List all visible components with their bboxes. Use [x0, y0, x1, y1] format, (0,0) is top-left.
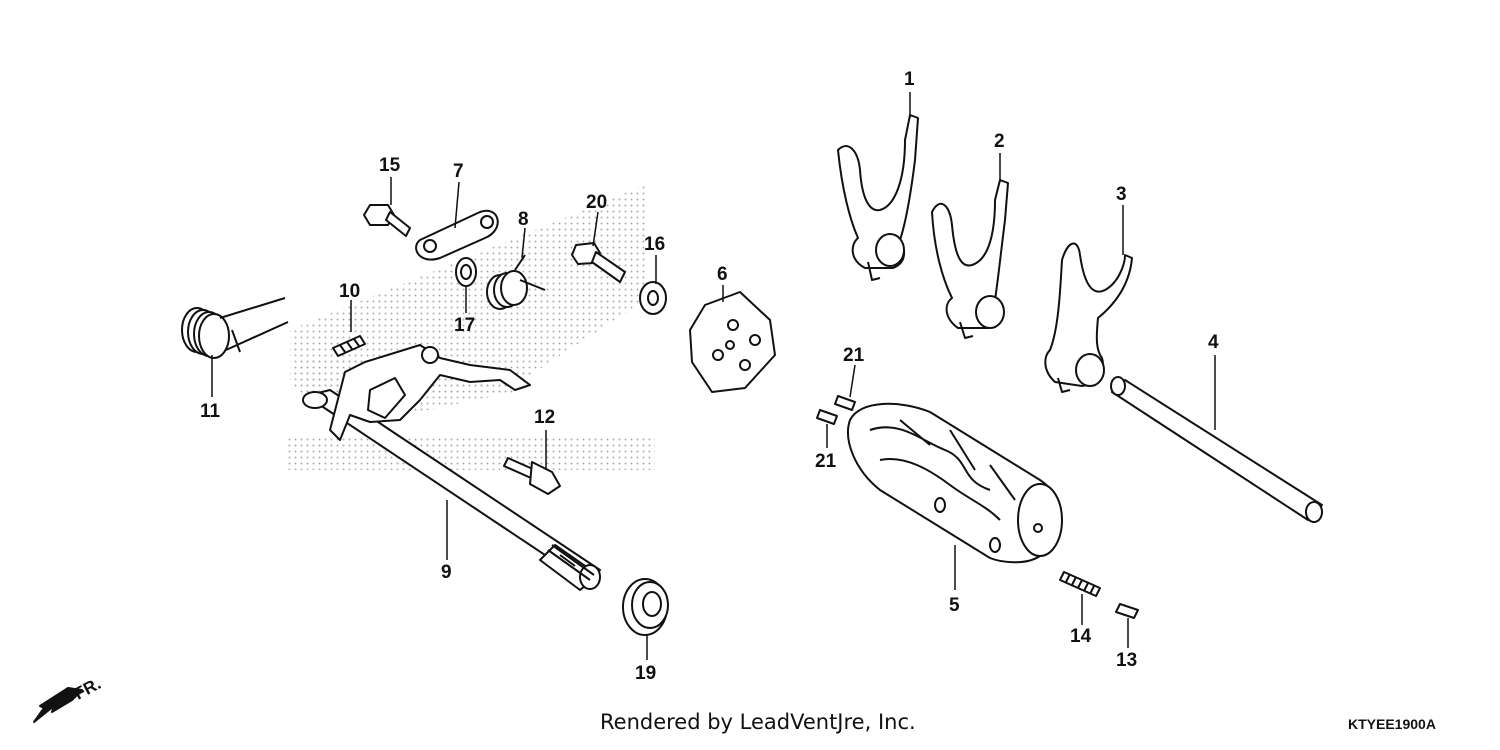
part-4-fork-shaft[interactable] [1111, 377, 1322, 522]
part-2-shift-fork[interactable] [932, 180, 1008, 338]
callout-1[interactable]: 1 [904, 69, 915, 90]
part-14-spring[interactable] [1060, 572, 1100, 596]
callout-15[interactable]: 15 [379, 155, 401, 176]
part-17-collar[interactable] [456, 258, 476, 286]
part-9-gearshift-spindle[interactable] [303, 390, 600, 590]
part-10-spring[interactable] [333, 336, 365, 356]
callout-11[interactable]: 11 [200, 401, 221, 422]
callout-20[interactable]: 20 [586, 192, 607, 213]
callout-13[interactable]: 13 [1116, 650, 1137, 671]
callout-7[interactable]: 7 [453, 161, 464, 182]
part-11-spring[interactable] [182, 298, 288, 358]
part-1-shift-fork[interactable] [838, 115, 918, 280]
part-21-pin-lower[interactable] [817, 410, 837, 424]
callout-5[interactable]: 5 [949, 595, 960, 616]
part-3-shift-fork[interactable] [1045, 244, 1132, 392]
callout-4[interactable]: 4 [1208, 332, 1219, 353]
callout-6[interactable]: 6 [717, 264, 728, 285]
part-16-washer[interactable] [640, 282, 666, 314]
callout-17[interactable]: 17 [454, 315, 475, 336]
callout-8[interactable]: 8 [518, 209, 529, 230]
part-6-shift-drum-center[interactable] [690, 292, 775, 392]
leader-lines [211, 92, 1216, 660]
callout-21-upper[interactable]: 21 [843, 345, 865, 366]
part-9-shift-arm[interactable] [330, 345, 530, 440]
callout-21-lower[interactable]: 21 [815, 451, 837, 472]
callout-16[interactable]: 16 [644, 234, 665, 255]
arrow-left-down-icon [33, 687, 83, 723]
part-21-pin-upper[interactable] [835, 396, 855, 410]
callout-3[interactable]: 3 [1116, 184, 1127, 205]
callout-19[interactable]: 19 [635, 663, 656, 684]
part-12-pin[interactable] [504, 458, 560, 494]
callout-10[interactable]: 10 [339, 281, 360, 302]
direction-marker-text: FR. [71, 674, 104, 704]
part-13-pin[interactable] [1116, 604, 1138, 618]
callout-2[interactable]: 2 [994, 131, 1005, 152]
callout-12[interactable]: 12 [534, 407, 555, 428]
callout-14[interactable]: 14 [1070, 626, 1092, 647]
part-19-oil-seal[interactable] [623, 579, 668, 635]
callout-9[interactable]: 9 [441, 562, 452, 583]
callout-labels: 1 2 3 4 5 6 7 8 9 10 11 12 13 14 15 16 1… [71, 69, 1219, 704]
part-20-bolt[interactable] [572, 243, 625, 282]
part-8-return-spring[interactable] [487, 255, 545, 309]
footer-credit: Rendered by LeadVentJre, Inc. [600, 710, 916, 734]
diagram-code: KTYEE1900A [1348, 716, 1436, 732]
part-15-bolt[interactable] [364, 205, 410, 236]
part-7-stopper-plate[interactable] [416, 211, 498, 260]
part-5-shift-drum[interactable] [848, 404, 1062, 562]
